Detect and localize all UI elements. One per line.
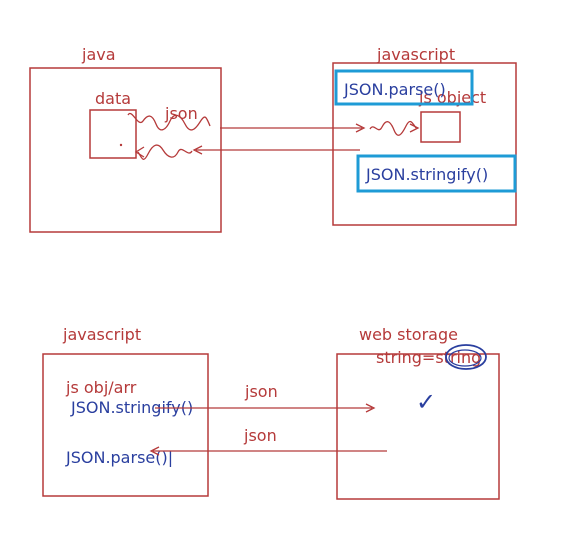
json-top-label: json — [244, 382, 278, 401]
json-bottom-label: json — [243, 426, 277, 445]
parse-arrow-head — [149, 446, 160, 456]
js-object-box — [420, 111, 461, 143]
stringify-highlight-box — [356, 154, 517, 193]
json-arrow-right-head — [355, 123, 366, 133]
bottom-stringify-label: JSON.stringify() — [70, 398, 193, 417]
string-circle-mark-inner — [448, 349, 482, 367]
data-label: data — [95, 89, 131, 108]
data-box — [89, 109, 137, 159]
check-mark-icon: ✓ — [416, 388, 436, 416]
json-squiggle-return-head — [134, 146, 145, 158]
json-squiggle-out — [127, 112, 211, 131]
bottom-javascript-box — [42, 353, 209, 497]
javascript-box — [332, 62, 517, 226]
data-dot — [119, 143, 123, 147]
java-label: java — [81, 45, 116, 64]
string-circle-mark — [445, 344, 487, 370]
js-objarr-label: js obj/arr — [65, 378, 137, 397]
stringify-label: JSON.stringify() — [365, 165, 488, 184]
parse-highlight-box — [334, 69, 474, 106]
bottom-diagram: javascript js obj/arr JSON.stringify() J… — [42, 325, 500, 500]
js-squiggle-in-head — [409, 123, 420, 133]
stringify-arrow-head — [365, 403, 376, 413]
js-object-label: js object — [418, 88, 486, 107]
string-eq-label: string=string — [376, 348, 481, 367]
web-storage-label: web storage — [359, 325, 458, 344]
parse-label: JSON.parse() — [343, 80, 446, 99]
top-diagram: java data json javascript js object JSON… — [29, 45, 517, 233]
js-squiggle-in — [369, 120, 417, 136]
bottom-javascript-label: javascript — [62, 325, 141, 344]
bottom-parse-label: JSON.parse()| — [65, 448, 173, 467]
json-squiggle-return — [137, 144, 193, 160]
web-storage-box — [336, 353, 500, 500]
javascript-label: javascript — [376, 45, 455, 64]
json-arrow-left-head — [192, 145, 203, 155]
json-label: json — [164, 104, 198, 123]
